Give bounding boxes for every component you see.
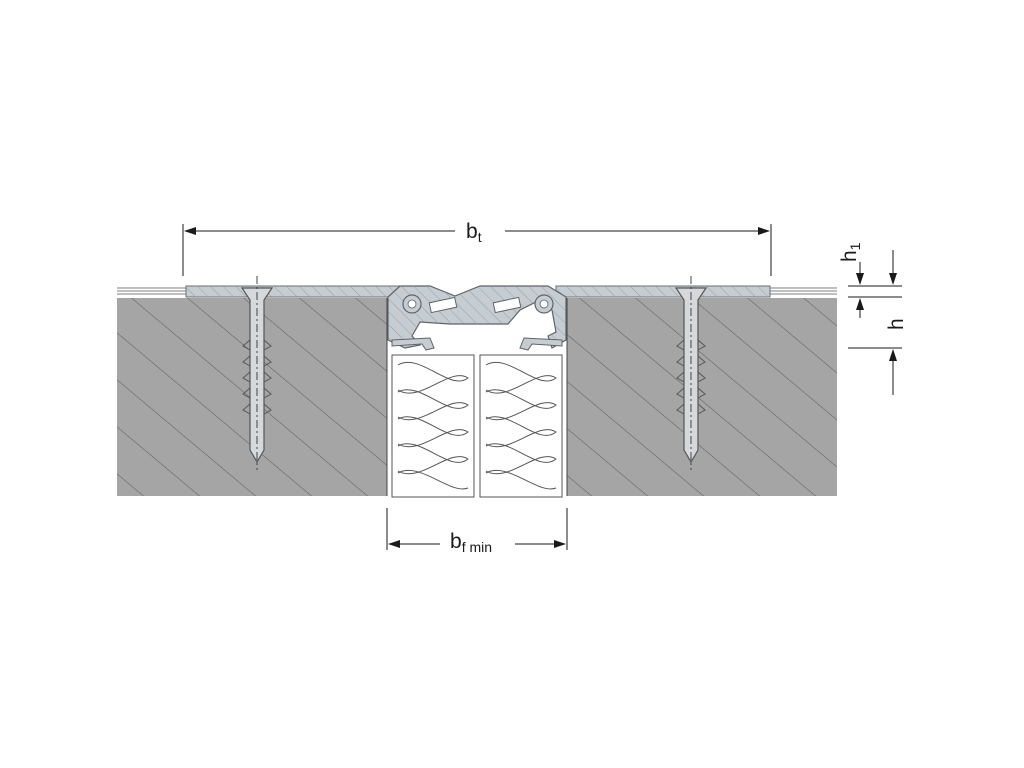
- profile-flange-left: [185, 285, 401, 298]
- joint-gap: [386, 298, 568, 496]
- flange-height-label: h1: [838, 242, 863, 262]
- total-width-label: bt: [466, 220, 482, 245]
- anchor-right: [674, 276, 708, 470]
- profile-center: [387, 285, 567, 351]
- foam-filler: [391, 354, 563, 498]
- surface-lines: [117, 287, 837, 295]
- profile-flange-right: [555, 285, 771, 298]
- dimension-joint-width: [386, 508, 568, 550]
- anchor-left: [240, 276, 274, 470]
- dimension-heights: [848, 250, 902, 395]
- joint-width-label: bf min: [450, 530, 492, 555]
- dimension-total-width: [182, 224, 772, 276]
- concrete-slab-right: [567, 298, 837, 496]
- height-label: h: [885, 318, 908, 330]
